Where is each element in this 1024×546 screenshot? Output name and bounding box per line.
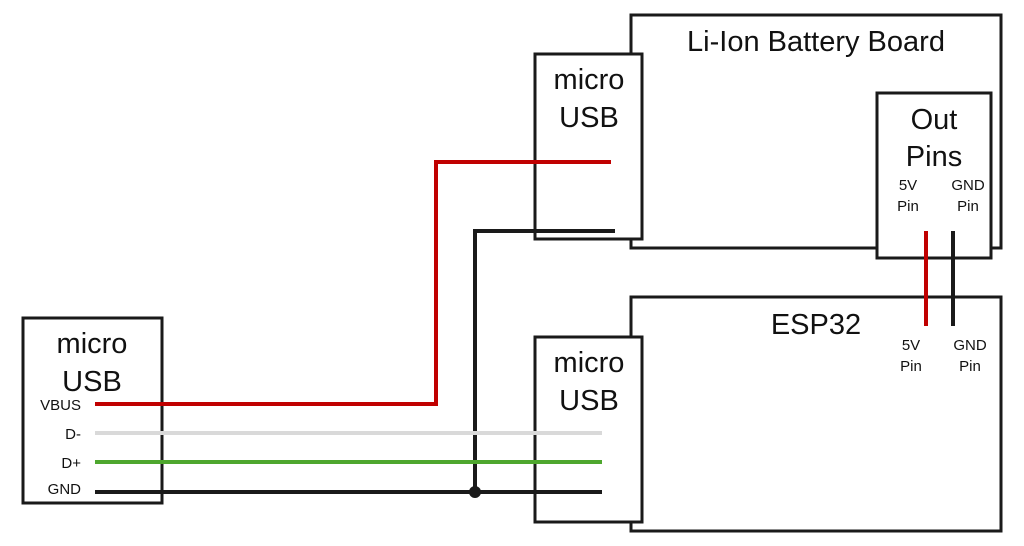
battery-usb-port: micro USB <box>533 52 644 241</box>
out-5v-pin-label-1: 5V <box>899 177 917 194</box>
esp32-title: ESP32 <box>771 309 861 341</box>
esp32-gnd-pin-label-2: Pin <box>959 358 981 375</box>
pin-label-dplus: D+ <box>61 455 81 472</box>
battery-usb-title-2: USB <box>559 102 619 134</box>
battery-usb-title-1: micro <box>554 64 625 96</box>
battery-usb-outline <box>533 52 644 241</box>
wires <box>95 160 955 498</box>
out-gnd-pin-label-1: GND <box>951 177 985 194</box>
gnd-junction-dot <box>469 486 481 498</box>
battery-board-title: Li-Ion Battery Board <box>687 26 945 58</box>
esp32-usb-port: micro USB <box>533 335 644 524</box>
esp32-outline <box>629 295 1003 533</box>
source-usb-connector: micro USB VBUS D- D+ GND <box>21 316 164 505</box>
out-pins-box: Out Pins 5V Pin GND Pin <box>875 91 993 260</box>
esp32-5v-pin-label-1: 5V <box>902 337 920 354</box>
out-gnd-pin-label-2: Pin <box>957 198 979 215</box>
esp32-5v-pin-label-2: Pin <box>900 358 922 375</box>
pin-label-vbus: VBUS <box>40 397 81 414</box>
out-pins-title-1: Out <box>911 104 958 136</box>
vbus-wire <box>95 160 611 406</box>
esp32-usb-title-1: micro <box>554 347 625 379</box>
gnd-wire-to-battery <box>473 229 615 492</box>
source-usb-outline <box>21 316 164 505</box>
source-usb-title-2: USB <box>62 366 122 398</box>
esp32-usb-title-2: USB <box>559 385 619 417</box>
esp32-gnd-pin-label-1: GND <box>953 337 987 354</box>
source-usb-title-1: micro <box>57 328 128 360</box>
pin-label-dminus: D- <box>65 426 81 443</box>
pin-label-gnd: GND <box>48 481 82 498</box>
out-pins-outline <box>875 91 993 260</box>
out-pins-title-2: Pins <box>906 141 962 173</box>
esp32-board: ESP32 5V Pin GND Pin <box>629 295 1003 533</box>
out-5v-pin-label-2: Pin <box>897 198 919 215</box>
